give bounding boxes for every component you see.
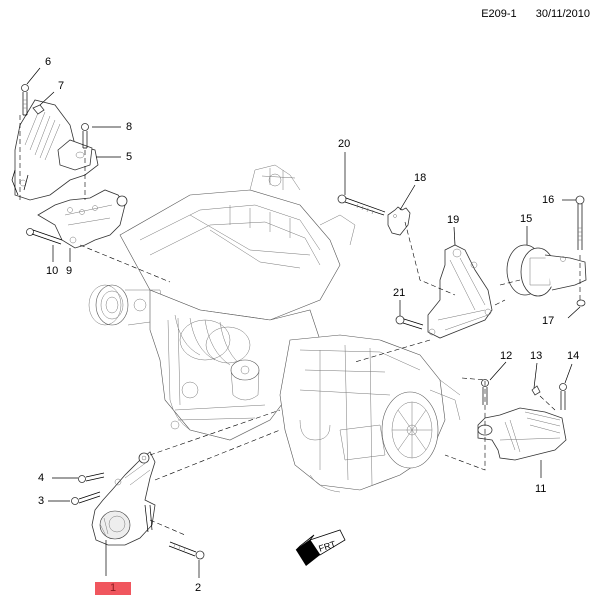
nut-7[interactable] xyxy=(32,104,45,115)
assembly-lines xyxy=(19,115,581,536)
engine-assembly xyxy=(88,164,461,493)
bolt-16[interactable] xyxy=(575,195,585,250)
callout-20[interactable]: 20 xyxy=(338,138,351,150)
diagram-date: 30/11/2010 xyxy=(535,8,590,20)
callout-6[interactable]: 6 xyxy=(45,56,52,68)
bolt-10[interactable] xyxy=(26,228,63,245)
callout-18[interactable]: 18 xyxy=(414,172,427,184)
bolt-2[interactable] xyxy=(168,541,205,560)
callout-4[interactable]: 4 xyxy=(38,472,45,484)
callout-1-highlighted[interactable]: 1 xyxy=(95,582,131,595)
bolt-8[interactable] xyxy=(81,123,89,149)
part-19-bracket[interactable] xyxy=(427,244,493,339)
callout-5[interactable]: 5 xyxy=(126,151,133,163)
leader-lines xyxy=(26,67,581,578)
diagram-header: E209-1 30/11/2010 xyxy=(481,8,590,20)
bolt-21[interactable] xyxy=(395,315,424,330)
callout-17[interactable]: 17 xyxy=(542,315,555,327)
callout-2[interactable]: 2 xyxy=(195,582,202,594)
callout-12[interactable]: 12 xyxy=(500,350,513,362)
bolt-20[interactable] xyxy=(337,194,386,216)
part-5-engine-mount[interactable] xyxy=(11,99,99,201)
callout-11[interactable]: 11 xyxy=(535,483,547,495)
callout-19[interactable]: 19 xyxy=(447,214,460,226)
callout-7[interactable]: 7 xyxy=(58,80,65,92)
callout-21[interactable]: 21 xyxy=(393,287,406,299)
front-direction-arrow-icon: FRT xyxy=(295,529,346,566)
part-1-engine-mount[interactable] xyxy=(91,451,156,546)
bolt-4[interactable] xyxy=(78,472,105,483)
part-11-transmission-mount[interactable] xyxy=(477,407,567,461)
callout-14[interactable]: 14 xyxy=(567,350,580,362)
callout-16[interactable]: 16 xyxy=(542,194,555,206)
callout-8[interactable]: 8 xyxy=(126,121,133,133)
part-9-bracket[interactable] xyxy=(37,189,128,249)
bolt-3[interactable] xyxy=(71,491,101,505)
callout-13[interactable]: 13 xyxy=(530,350,543,362)
callout-10[interactable]: 10 xyxy=(46,265,59,277)
bolt-6[interactable] xyxy=(21,84,29,116)
callout-9[interactable]: 9 xyxy=(66,265,73,277)
part-18-washer[interactable] xyxy=(387,206,411,236)
bolt-14[interactable] xyxy=(559,383,567,411)
nut-17[interactable] xyxy=(576,299,586,307)
callout-15[interactable]: 15 xyxy=(520,213,533,225)
diagram-code: E209-1 xyxy=(481,8,517,20)
nut-13[interactable] xyxy=(531,385,541,396)
part-15-mount[interactable] xyxy=(506,244,587,297)
callout-3[interactable]: 3 xyxy=(38,495,45,507)
